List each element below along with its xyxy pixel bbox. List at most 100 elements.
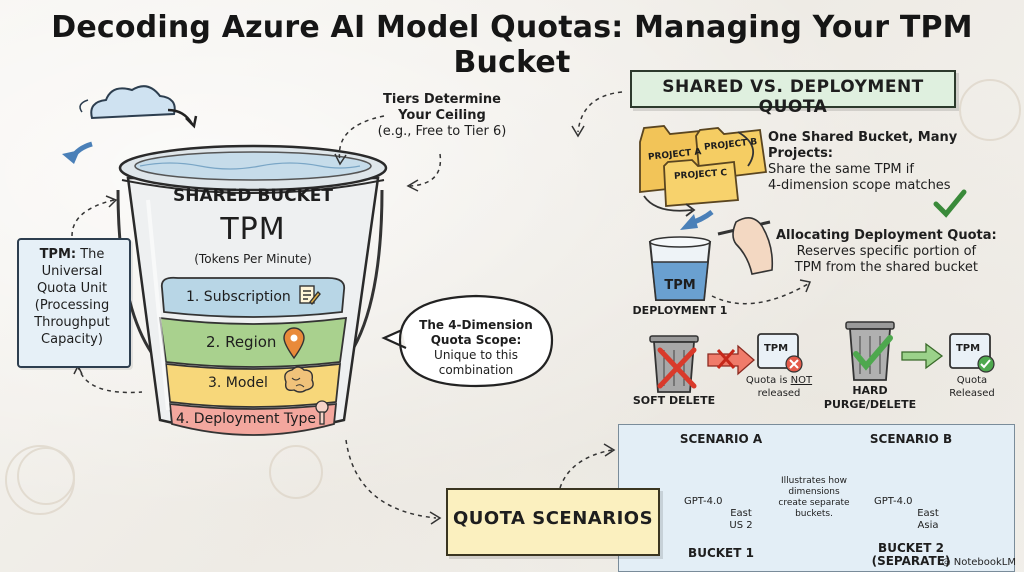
dashed-arrow — [345, 439, 437, 519]
tpm-definition-line: Throughput — [34, 315, 110, 330]
scope-bubble-text: The 4-Dimension Quota Scope: Unique to t… — [414, 318, 538, 378]
tpm-definition-line: (Processing — [34, 298, 110, 313]
scope-title-line: Quota Scope: — [430, 333, 522, 347]
notebooklm-logo-icon: ◎ — [941, 557, 951, 568]
layer-model-label: 3. Model — [208, 375, 268, 391]
hard-purge-line: HARD — [852, 384, 888, 397]
bucket-1-label: BUCKET 1 — [688, 546, 754, 560]
dashed-arrow — [71, 199, 115, 237]
tpm-definition-line: Capacity) — [41, 332, 103, 347]
quota-scenarios-box — [446, 488, 660, 556]
glass-tpm-label: TPM — [664, 278, 696, 293]
deployment-glass-icon — [648, 236, 712, 301]
scope-title-line: The 4-Dimension — [419, 318, 533, 332]
tpm-heading: TPM — [220, 212, 286, 247]
trash-can-icon — [845, 321, 895, 381]
scenario-note-line: buckets. — [795, 509, 833, 519]
scenario-b-model: GPT-4.0 — [874, 496, 913, 507]
soft-delete-label: SOFT DELETE — [632, 394, 716, 407]
tiers-title-line: Your Ceiling — [398, 108, 486, 123]
scenario-b-region-line: East — [917, 508, 939, 519]
alloc-title: Allocating Deployment Quota: — [776, 228, 997, 243]
green-arrow-icon — [901, 342, 944, 370]
speech-bubble — [381, 294, 554, 388]
dashed-arrow — [338, 115, 385, 163]
layer-region-label: 2. Region — [206, 333, 277, 351]
tpm-definition-box — [17, 238, 131, 368]
shared-bucket-illustration — [116, 144, 388, 436]
scope-desc-line: combination — [438, 363, 514, 377]
scenario-b-title: SCENARIO B — [869, 432, 953, 446]
document-pen-icon — [299, 285, 321, 306]
alloc-desc-line: Reserves specific portion of — [796, 244, 977, 259]
shared-desc-line: Share the same TPM if — [768, 162, 914, 177]
screen-tpm-label: TPM — [955, 343, 981, 354]
cycle-arrow — [737, 131, 755, 167]
scenario-a-model: GPT-4.0 — [684, 496, 723, 507]
dashed-arrow — [559, 449, 613, 489]
allocating-description: Allocating Deployment Quota: Reserves sp… — [776, 228, 997, 276]
map-pin-icon — [283, 327, 305, 360]
not-released-text: Quota is — [745, 375, 788, 386]
trash-can-icon — [649, 335, 699, 393]
shared-title: One Shared Bucket, Many Projects: — [768, 130, 958, 161]
scenario-note-line: create separate — [778, 498, 850, 508]
layer-deployment-type-label: 4. Deployment Type — [176, 411, 317, 427]
dashed-arrow — [577, 91, 623, 133]
screen-icon — [949, 333, 995, 373]
green-check-icon — [933, 189, 967, 218]
scenario-b-region: East Asia — [912, 508, 944, 532]
quota-not-released-label: Quota is NOT released — [734, 374, 824, 400]
dashed-arrow — [711, 283, 809, 305]
not-released-text: released — [757, 388, 801, 399]
scenario-note-line: dimensions — [788, 487, 840, 497]
cloud-icon — [79, 85, 176, 120]
gear-pipe-icon — [315, 400, 329, 425]
section-header-box — [630, 70, 956, 108]
dashed-arrow — [409, 153, 442, 187]
bucket-2-name: BUCKET 2 — [878, 541, 944, 555]
scenario-note: Illustrates how dimensions create separa… — [774, 476, 854, 520]
tpm-definition-term: TPM: — [39, 247, 77, 262]
scenario-note-line: Illustrates how — [781, 476, 847, 486]
blocked-arrow-icon — [707, 344, 755, 376]
dashed-arrow — [77, 365, 143, 394]
hard-purge-line: PURGE/DELETE — [823, 398, 917, 411]
alloc-desc-line: TPM from the shared bucket — [794, 260, 978, 275]
layer-subscription-label: 1. Subscription — [186, 289, 291, 305]
bucket-2-sub: (SEPARATE) — [871, 554, 951, 568]
tpm-definition-article: The — [80, 247, 105, 262]
coffee-stain-decoration — [5, 79, 1021, 515]
cycle-arrow — [643, 195, 693, 212]
bucket-2-label: BUCKET 2 (SEPARATE) — [856, 542, 966, 568]
tiers-subtitle: (e.g., Free to Tier 6) — [377, 124, 507, 139]
deployment-label: DEPLOYMENT 1 — [632, 304, 728, 317]
shared-bucket-description: One Shared Bucket, Many Projects: Share … — [768, 130, 1024, 194]
screen-tpm-label: TPM — [763, 343, 789, 354]
page-title: Decoding Azure AI Model Quotas: Managing… — [51, 10, 973, 80]
screen-icon — [757, 333, 803, 373]
scenario-b-region-line: Asia — [917, 520, 939, 531]
released-line: Quota — [956, 375, 988, 386]
hard-purge-label: HARD PURGE/DELETE — [818, 384, 922, 412]
not-released-emphasis: NOT — [790, 375, 813, 386]
notebooklm-brand: ◎ NotebookLM — [942, 557, 1016, 568]
notebooklm-brand-text: NotebookLM — [953, 557, 1016, 568]
shared-bucket-label: SHARED BUCKET — [173, 186, 333, 206]
tiers-callout: Tiers Determine Your Ceiling (e.g., Free… — [356, 92, 528, 140]
scenario-a-region: East US 2 — [726, 508, 756, 532]
tpm-definition-line: Universal — [41, 264, 103, 279]
tpm-definition-text: TPM: The Universal Quota Unit (Processin… — [22, 246, 122, 348]
scope-desc-line: Unique to this — [434, 348, 518, 362]
quota-released-label: Quota Released — [940, 374, 1004, 400]
tpm-definition-line: Quota Unit — [36, 281, 108, 296]
scenario-a-region-line: East — [730, 508, 752, 519]
tpm-subheading: (Tokens Per Minute) — [194, 252, 312, 266]
hand-pen-icon — [717, 217, 774, 275]
scenario-a-region-line: US 2 — [729, 520, 753, 531]
scenario-a-title: SCENARIO A — [679, 432, 763, 446]
brain-icon — [284, 366, 314, 393]
shared-desc-line: 4-dimension scope matches — [768, 178, 951, 193]
released-line: Released — [949, 388, 995, 399]
tiers-title-line: Tiers Determine — [383, 92, 501, 107]
